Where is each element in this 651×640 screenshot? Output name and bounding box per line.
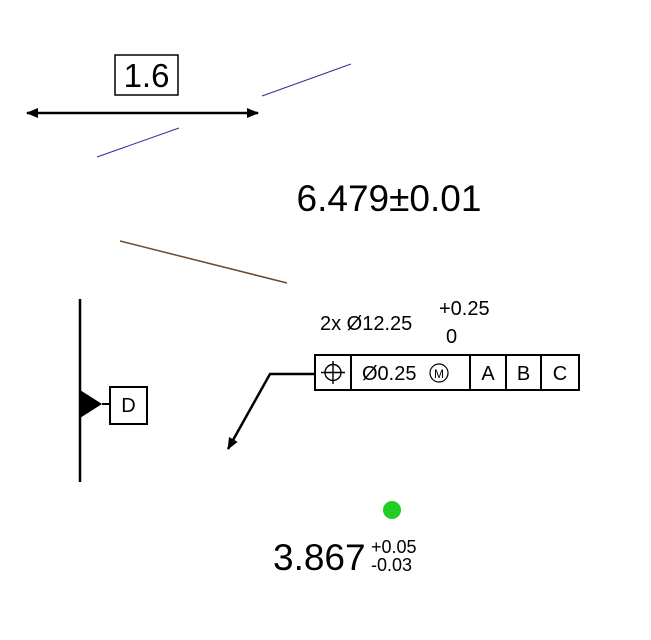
purple-line-upper	[261, 63, 352, 97]
fcf-datum-c: C	[553, 363, 567, 385]
fcf-outer-frame	[314, 354, 580, 391]
hole-upper-tolerance: +0.25	[439, 298, 490, 320]
bottom-dimension-lower: -0.03	[371, 555, 412, 575]
hole-count-diameter: 2x Ø12.25	[320, 313, 412, 335]
green-marker-dot	[383, 501, 401, 519]
purple-line-lower	[96, 127, 180, 158]
datum-label: D	[121, 395, 135, 417]
mmc-modifier-icon: M	[429, 363, 449, 383]
fcf-tolerance-value: Ø0.25	[362, 363, 416, 385]
bottom-dimension-upper: +0.05	[371, 537, 417, 557]
datum-label-box	[109, 386, 148, 425]
bottom-dimension-nominal: 3.867	[273, 537, 366, 578]
boxed-dimension: 1.6	[26, 54, 259, 118]
datum-triangle-icon	[80, 390, 102, 418]
datum-feature-symbol: D	[78, 299, 148, 482]
bottom-dimension: 3.867 +0.05 -0.03	[273, 537, 417, 578]
dimension-box-frame	[114, 54, 179, 96]
feature-control-frame: Ø0.25 M A B C	[226, 354, 580, 450]
svg-text:M: M	[434, 367, 444, 381]
position-symbol-icon	[321, 361, 345, 384]
fcf-leader-arrow	[226, 372, 315, 450]
nominal-dimension-text: 6.479±0.01	[297, 178, 482, 219]
fcf-datum-b: B	[517, 363, 530, 385]
hole-lower-tolerance: 0	[446, 326, 457, 348]
fcf-datum-a: A	[481, 363, 495, 385]
dimension-box-value: 1.6	[124, 57, 170, 94]
brown-line	[119, 240, 288, 284]
hole-callout: 2x Ø12.25 +0.25 0	[320, 298, 490, 348]
